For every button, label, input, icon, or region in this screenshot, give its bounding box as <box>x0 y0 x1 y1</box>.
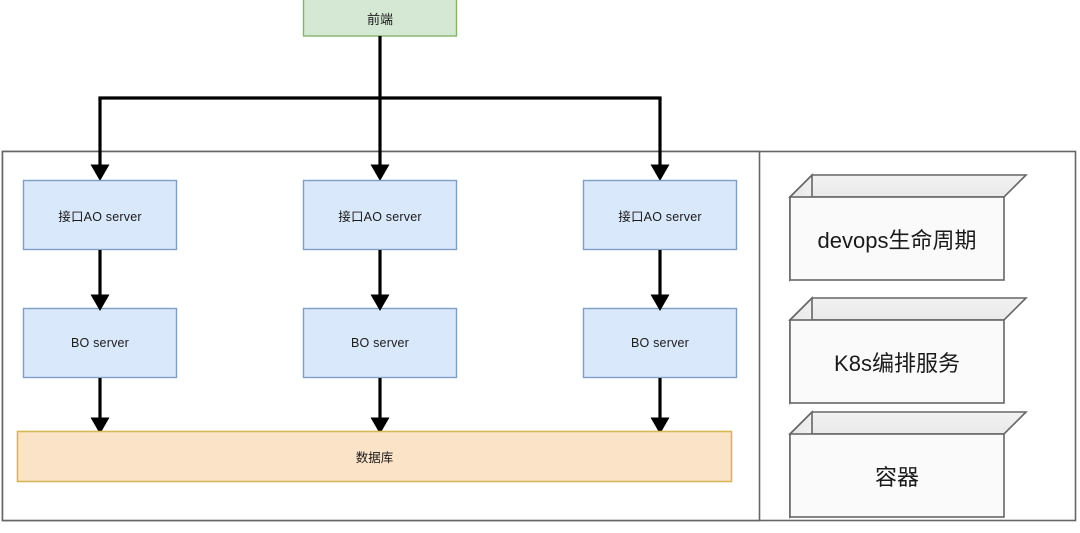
devops-lifecycle-cube[interactable] <box>788 173 1028 282</box>
bo-server-node-2[interactable] <box>302 307 458 379</box>
k8s-orchestration-cube[interactable] <box>788 296 1028 405</box>
bo-server-node-1[interactable] <box>22 307 178 379</box>
database-node[interactable] <box>16 430 733 483</box>
container-cube[interactable] <box>788 410 1028 519</box>
ao-server-node-2[interactable] <box>302 179 458 251</box>
ao-server-node-1[interactable] <box>22 179 178 251</box>
bo-server-node-3[interactable] <box>582 307 738 379</box>
frontend-node[interactable] <box>302 0 458 37</box>
fanout-bus <box>98 36 662 100</box>
fanout-drop-arrows <box>90 98 670 181</box>
ao-server-node-3[interactable] <box>582 179 738 251</box>
